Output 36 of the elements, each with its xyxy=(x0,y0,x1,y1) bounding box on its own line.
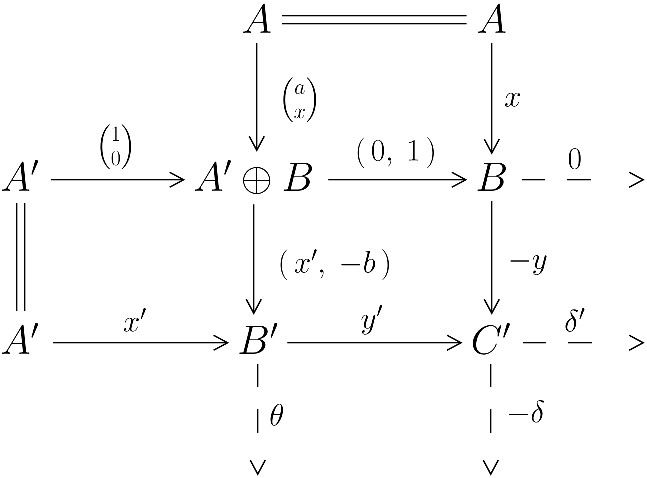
edge-label: $y'$ xyxy=(362,305,382,335)
object-label: $A$ xyxy=(243,4,271,33)
edge-label: $\binom{1}{0}$ xyxy=(100,124,132,170)
arrow xyxy=(246,204,262,316)
dashed-arrow xyxy=(250,364,266,476)
arrow xyxy=(51,172,186,188)
arrow xyxy=(484,201,500,316)
line xyxy=(282,23,467,25)
arrow xyxy=(248,43,266,152)
edge-label: $0$ xyxy=(569,148,581,170)
object-label: $B$ xyxy=(478,163,506,191)
edge-label: $\delta'$ xyxy=(566,308,585,332)
edge-label: $-\delta$ xyxy=(509,400,544,423)
object-label: $B'$ xyxy=(240,323,278,354)
edge-label: $\theta$ xyxy=(270,404,284,426)
object-label: $A'$ xyxy=(2,160,38,191)
dashed-arrow xyxy=(523,334,645,352)
edge-label: $-y$ xyxy=(510,255,547,276)
dashed-arrow xyxy=(482,364,500,476)
line xyxy=(16,203,18,312)
arrow xyxy=(288,334,463,352)
edge-label: $\binom{a}{x}$ xyxy=(284,78,316,122)
line xyxy=(282,15,467,17)
arrow xyxy=(53,334,230,352)
object-label: $A' \oplus B$ xyxy=(195,160,312,194)
object-label: $A'$ xyxy=(2,323,38,354)
arrow xyxy=(328,172,468,188)
edge-label: $x$ xyxy=(505,93,520,107)
object-label: $A$ xyxy=(478,4,506,33)
edge-label: $(\,0,\ 1\,)$ xyxy=(358,138,434,168)
object-label: $C'$ xyxy=(473,323,510,355)
dashed-arrow xyxy=(522,172,645,188)
arrow xyxy=(484,43,500,155)
edge-label: $x'$ xyxy=(124,308,146,332)
line xyxy=(24,203,26,312)
edge-label: $(\,x',\ -b\,)$ xyxy=(280,249,390,280)
